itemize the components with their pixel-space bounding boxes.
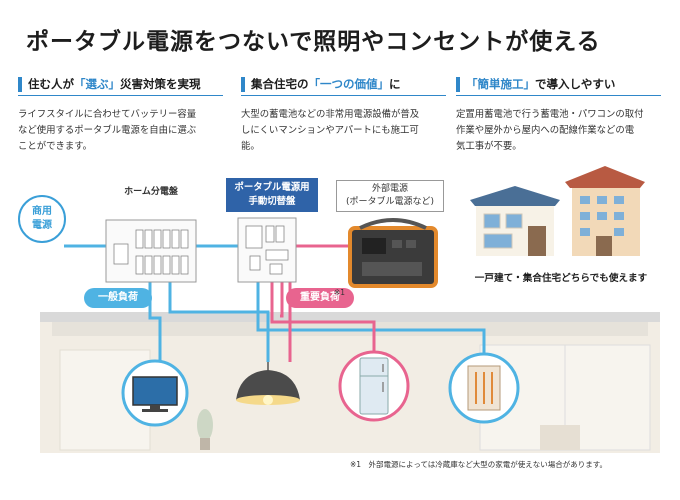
tv-circle [121, 359, 189, 427]
feature-column-1: 住む人が「選ぶ」災害対策を実現 ライフスタイルに合わせてバッテリー容量 など使用… [18, 76, 223, 155]
badge-line: 商用 [32, 206, 52, 217]
heading-text: 災害対策を実現 [120, 77, 201, 91]
ceiling-slab [40, 312, 660, 322]
heading-text: 住む人が [28, 77, 74, 91]
body-line: 気工事が不要。 [456, 141, 522, 152]
heading-text: に [389, 77, 401, 91]
pendant-lamp [236, 362, 300, 405]
feature-column-3: 「簡単施工」で導入しやすい 定置用蓄電池で行う蓄電池・パワコンの取付 作業や屋外… [456, 76, 661, 155]
heading-highlight: 「選ぶ」 [74, 77, 120, 91]
body-line: 定置用蓄電池で行う蓄電池・パワコンの取付 [456, 109, 644, 120]
label-line: ポータブル電源用 [234, 182, 310, 193]
body-line: ことができます。 [18, 141, 93, 152]
body-line: ライフスタイルに合わせてバッテリー容量 [18, 109, 197, 120]
badge-line: 電源 [32, 220, 52, 231]
feature-heading-3: 「簡単施工」で導入しやすい [456, 76, 661, 96]
footnote: ※1 外部電源によっては冷蔵庫など大型の家電が使えない場合があります。 [350, 460, 608, 469]
feature-body-2: 大型の蓄電池などの非常用電源設備が普及 しにくいマンションやアパートにも施工可 … [241, 107, 446, 155]
note-marker: ※1 [334, 288, 346, 297]
body-line: 能。 [241, 141, 260, 152]
switch-panel-label: ポータブル電源用 手動切替盤 [226, 178, 318, 212]
body-line: など使用するポータブル電源を自由に選ぶ [18, 125, 197, 136]
house-caption: 一戸建て・集合住宅どちらでも使えます [474, 273, 648, 284]
commercial-power-badge: 商用 電源 [18, 195, 66, 243]
feature-body-1: ライフスタイルに合わせてバッテリー容量 など使用するポータブル電源を自由に選ぶ … [18, 107, 223, 155]
decor [197, 409, 580, 450]
portable-power-station [350, 228, 436, 286]
heading-text: 集合住宅の [251, 77, 309, 91]
heading-accent-bar [241, 76, 245, 92]
label-line: 外部電源 [371, 184, 408, 194]
feature-heading-1: 住む人が「選ぶ」災害対策を実現 [18, 76, 223, 96]
body-line: しにくいマンションやアパートにも施工可 [241, 125, 419, 136]
heading-highlight: 「簡単施工」 [466, 77, 535, 91]
important-load-pill: 重要負荷 [286, 288, 354, 308]
body-line: 大型の蓄電池などの非常用電源設備が普及 [241, 109, 420, 120]
external-power-label: 外部電源 (ポータブル電源など) [336, 180, 444, 212]
home-panel-label: ホーム分電盤 [108, 186, 194, 199]
detached-house-illustration [470, 186, 560, 256]
label-line: 手動切替盤 [248, 196, 296, 207]
refrigerator-circle [338, 350, 410, 422]
feature-body-3: 定置用蓄電池で行う蓄電池・パワコンの取付 作業や屋外から屋内への配線作業などの電… [456, 107, 661, 155]
heading-text: で導入しやすい [535, 77, 616, 91]
label-line: (ポータブル電源など) [345, 197, 435, 207]
feature-column-2: 集合住宅の「一つの価値」に 大型の蓄電池などの非常用電源設備が普及 しにくいマン… [241, 76, 446, 155]
general-load-pill: 一般負荷 [84, 288, 152, 308]
heading-highlight: 「一つの価値」 [308, 77, 390, 91]
feature-heading-2: 集合住宅の「一つの価値」に [241, 76, 446, 96]
apartment-building-illustration [565, 166, 645, 256]
body-line: 作業や屋外から屋内への配線作業などの電 [456, 125, 635, 136]
heater-circle [448, 352, 520, 424]
heading-accent-bar [18, 76, 22, 92]
page-title: ポータブル電源をつないで照明やコンセントが使える [26, 29, 601, 55]
heading-accent-bar [456, 76, 460, 92]
